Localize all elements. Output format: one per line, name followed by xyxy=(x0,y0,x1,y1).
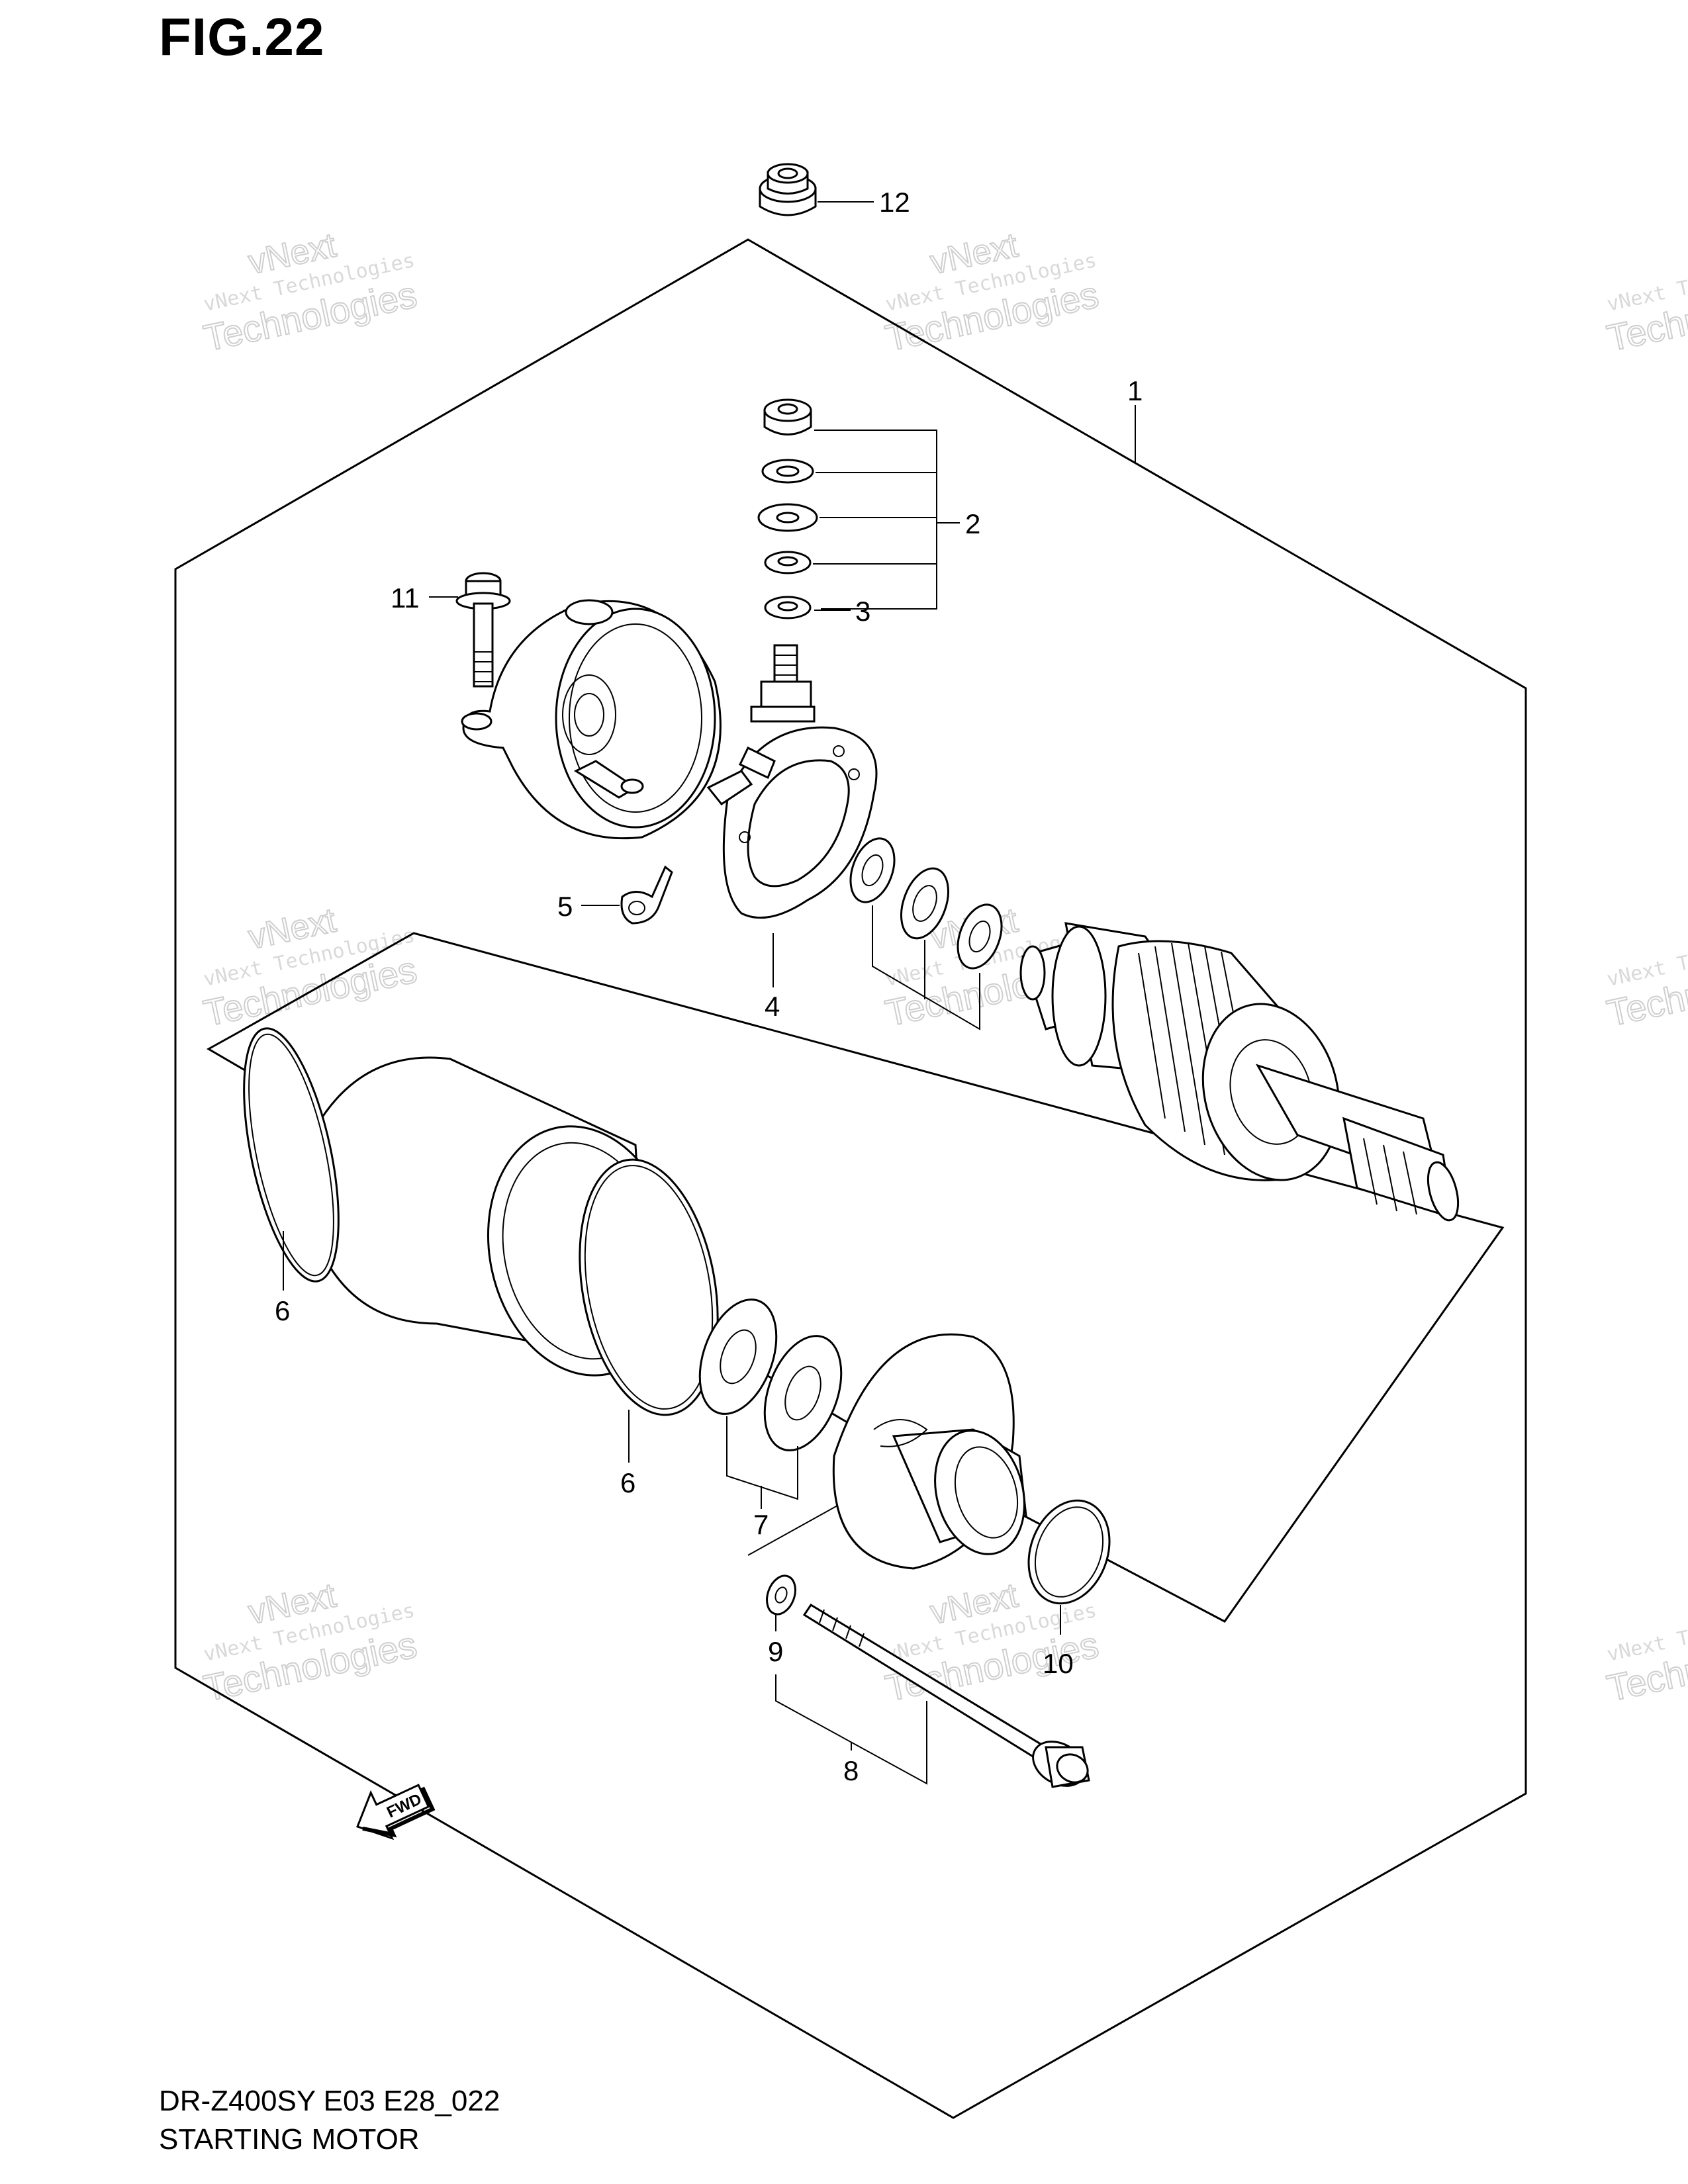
washer-set-upper xyxy=(849,837,1003,970)
callout-12: 12 xyxy=(879,187,910,218)
callout-3: 3 xyxy=(855,596,870,627)
callout-6a: 6 xyxy=(275,1295,290,1326)
callout-8: 8 xyxy=(843,1755,859,1786)
watermark: vNext Technologies vNext Technologies xyxy=(199,225,421,359)
watermark: vNext Technologies Technologies xyxy=(1603,1599,1688,1710)
watermark: vNext Technologies Technologies xyxy=(1603,249,1688,360)
bracket-line xyxy=(726,1416,798,1500)
callout-9: 9 xyxy=(768,1636,783,1667)
nut-12 xyxy=(759,163,817,216)
o-ring-10 xyxy=(1027,1499,1111,1605)
o-ring-6-left xyxy=(243,1027,340,1283)
brush-clip-5 xyxy=(620,865,673,925)
callout-5: 5 xyxy=(557,891,573,922)
diagram-name: STARTING MOTOR xyxy=(159,2123,420,2156)
o-ring-10-inner xyxy=(1034,1506,1104,1598)
assembly-outline xyxy=(174,238,1527,2119)
through-bolt-8 xyxy=(802,1603,1090,1788)
callout-11: 11 xyxy=(391,582,420,614)
callout-7: 7 xyxy=(753,1509,769,1540)
figure-title: FIG.22 xyxy=(159,7,325,66)
yoke-group-outline xyxy=(206,932,1505,1623)
callout-4: 4 xyxy=(765,991,780,1022)
bracket-line xyxy=(872,905,980,1030)
bracket-line xyxy=(814,430,937,610)
terminal-bolt xyxy=(750,644,816,723)
terminal-nut-set xyxy=(757,398,818,619)
brush-plate-4 xyxy=(706,726,878,919)
armature xyxy=(1019,922,1460,1222)
washer-set-lower xyxy=(698,1298,843,1451)
washer-9 xyxy=(766,1574,796,1615)
callout-2: 2 xyxy=(965,508,980,539)
model-code: DR-Z400SY E03 E28_022 xyxy=(159,2085,500,2117)
o-ring-6-right xyxy=(579,1158,719,1416)
callout-6b: 6 xyxy=(620,1467,635,1498)
front-housing xyxy=(832,1333,1027,1570)
callout-1: 1 xyxy=(1127,375,1143,406)
rear-housing xyxy=(461,599,722,840)
o-ring-6-left-inner xyxy=(248,1033,334,1277)
bolt-11 xyxy=(455,572,511,688)
watermark: vNext Technologies vNext Technologies xyxy=(199,1575,421,1709)
watermark: vNext Technologies Technologies xyxy=(1603,924,1688,1035)
callout-10: 10 xyxy=(1043,1648,1074,1679)
watermark: vNext Technologies vNext Technologies xyxy=(881,225,1103,359)
watermark: vNext Technologies vNext Technologies xyxy=(199,900,421,1034)
o-ring-6-right-inner xyxy=(584,1165,714,1410)
